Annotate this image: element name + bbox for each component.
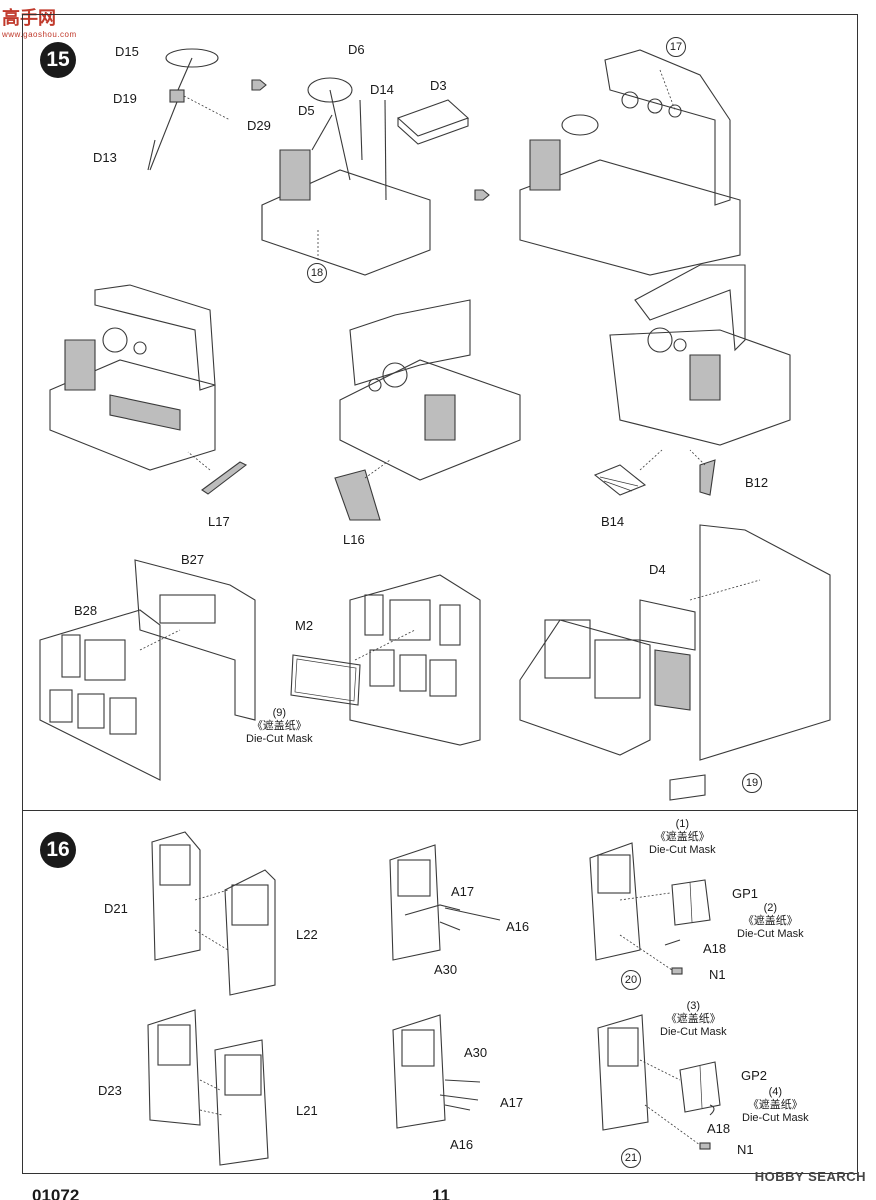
mask-label-cn: 《遮盖纸》 bbox=[251, 720, 307, 733]
subassembly-18: 18 bbox=[307, 263, 327, 283]
part-label-D15: D15 bbox=[115, 44, 139, 59]
part-label-GP2: GP2 bbox=[741, 1068, 768, 1083]
part-label-N1-top: N1 bbox=[709, 967, 726, 982]
mask-note-2: (2) 《遮盖纸》 Die-Cut Mask bbox=[737, 902, 804, 942]
part-label-A30-top: A30 bbox=[434, 962, 458, 977]
door-handle-step-b bbox=[392, 1014, 481, 1129]
mask-label-en: Die-Cut Mask bbox=[737, 928, 804, 941]
mask-number: (1) bbox=[675, 818, 690, 830]
part-label-D6: D6 bbox=[348, 42, 365, 57]
part-label-D29: D29 bbox=[247, 118, 271, 133]
part-label-D19: D19 bbox=[113, 91, 137, 106]
part-label-M2: M2 bbox=[295, 618, 314, 633]
part-label-D5: D5 bbox=[298, 103, 315, 118]
part-label-B28: B28 bbox=[74, 603, 98, 618]
mask-label-en: Die-Cut Mask bbox=[742, 1112, 809, 1125]
instruction-frame bbox=[22, 14, 858, 1174]
mask-number: (9) bbox=[272, 707, 287, 719]
mask-label-cn: 《遮盖纸》 bbox=[665, 1013, 721, 1026]
part-label-A16-top: A16 bbox=[506, 919, 530, 934]
cab-view-left bbox=[49, 284, 248, 495]
process-arrow-1 bbox=[251, 79, 267, 91]
part-label-A18-bottom: A18 bbox=[707, 1121, 731, 1136]
subassembly-20: 20 bbox=[621, 970, 641, 990]
site-logo: 高手网 www.gaoshou.com bbox=[2, 8, 77, 39]
door-glass-step-20 bbox=[589, 842, 711, 975]
door-handle-step-a bbox=[389, 844, 501, 961]
cab-view-center bbox=[334, 299, 521, 521]
page-number: 11 bbox=[432, 1186, 450, 1200]
part-label-A17-top: A17 bbox=[451, 884, 475, 899]
cab-view-right bbox=[593, 264, 791, 496]
step-number-15: 15 bbox=[40, 42, 76, 78]
part-label-A17-bottom: A17 bbox=[500, 1095, 524, 1110]
part-label-A18-top: A18 bbox=[703, 941, 727, 956]
mask-label-cn: 《遮盖纸》 bbox=[654, 831, 710, 844]
subassembly-21: 21 bbox=[621, 1148, 641, 1168]
part-label-A16-bottom: A16 bbox=[450, 1137, 474, 1152]
part-label-D23: D23 bbox=[98, 1083, 122, 1098]
part-label-B12: B12 bbox=[745, 475, 769, 490]
part-label-A30-bottom: A30 bbox=[464, 1045, 488, 1060]
part-label-B14: B14 bbox=[601, 514, 625, 529]
hobby-search-watermark: HOBBY SEARCH bbox=[754, 1169, 866, 1184]
part-label-D3: D3 bbox=[430, 78, 447, 93]
subassembly-19: 19 bbox=[742, 773, 762, 793]
rear-panels-drawing bbox=[39, 559, 256, 781]
mask-label-en: Die-Cut Mask bbox=[649, 844, 716, 857]
mask-label-cn: 《遮盖纸》 bbox=[742, 915, 798, 928]
mask-m2-drawing bbox=[290, 629, 416, 706]
mask-label-en: Die-Cut Mask bbox=[246, 733, 313, 746]
mask-note-9: (9) 《遮盖纸》 Die-Cut Mask bbox=[246, 707, 313, 747]
steering-wheel-drawing bbox=[147, 48, 231, 171]
mask-label-cn: 《遮盖纸》 bbox=[747, 1099, 803, 1112]
part-label-B27: B27 bbox=[181, 552, 205, 567]
part-label-L17: L17 bbox=[208, 514, 230, 529]
part-label-L21: L21 bbox=[296, 1103, 318, 1118]
step-number-16: 16 bbox=[40, 832, 76, 868]
part-label-D21: D21 bbox=[104, 901, 128, 916]
cab-floor-drawing bbox=[261, 77, 470, 276]
process-arrow-2 bbox=[474, 189, 490, 201]
part-label-GP1: GP1 bbox=[732, 886, 759, 901]
part-label-L16: L16 bbox=[343, 532, 365, 547]
part-label-N1-bottom: N1 bbox=[737, 1142, 754, 1157]
part-label-L22: L22 bbox=[296, 927, 318, 942]
part-label-D4: D4 bbox=[649, 562, 666, 577]
mask-label-en: Die-Cut Mask bbox=[660, 1026, 727, 1039]
step-divider bbox=[22, 810, 858, 811]
mask-number: (4) bbox=[768, 1086, 783, 1098]
cab-shell-drawing bbox=[519, 524, 831, 801]
door-D23-drawing bbox=[147, 1009, 269, 1166]
rear-panel-assembled-drawing bbox=[349, 574, 481, 746]
kit-number: 01072 bbox=[32, 1186, 80, 1200]
dashboard-assembly-drawing bbox=[519, 49, 741, 276]
mask-note-3: (3) 《遮盖纸》 Die-Cut Mask bbox=[660, 1000, 727, 1040]
mask-number: (2) bbox=[763, 902, 778, 914]
part-label-D14: D14 bbox=[370, 82, 394, 97]
mask-note-4: (4) 《遮盖纸》 Die-Cut Mask bbox=[742, 1086, 809, 1126]
mask-number: (3) bbox=[686, 1000, 701, 1012]
door-D21-drawing bbox=[151, 831, 276, 996]
door-glass-step-21 bbox=[597, 1014, 721, 1150]
part-label-D13: D13 bbox=[93, 150, 117, 165]
mask-note-1: (1) 《遮盖纸》 Die-Cut Mask bbox=[649, 818, 716, 858]
subassembly-17: 17 bbox=[666, 37, 686, 57]
